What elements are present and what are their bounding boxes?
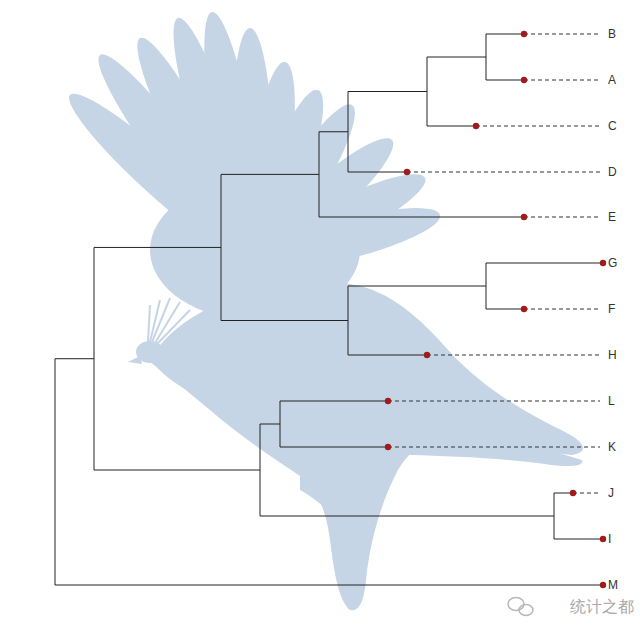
branch-line	[94, 247, 221, 248]
branch-line	[427, 57, 486, 58]
leaf-label: I	[608, 532, 611, 546]
branch-line	[55, 359, 56, 585]
leaf-label: E	[608, 210, 616, 224]
leaf-label: F	[608, 302, 615, 316]
leaf-dot	[473, 123, 479, 129]
leaf-extension	[388, 447, 600, 448]
leaf-label: K	[608, 440, 616, 454]
leaf-dot	[521, 77, 527, 83]
branch-line	[280, 447, 388, 448]
branch-line	[221, 320, 348, 321]
branch-line	[486, 80, 524, 81]
leaf-label: D	[608, 165, 617, 179]
branch-line	[348, 286, 486, 287]
branch-line	[486, 34, 524, 35]
branch-line	[280, 401, 388, 402]
leaf-dot	[385, 444, 391, 450]
leaf-extension	[524, 309, 600, 310]
branch-line	[486, 309, 524, 310]
leaf-label: H	[608, 348, 617, 362]
leaf-extension	[524, 217, 600, 218]
leaf-label: G	[608, 256, 617, 270]
branch-line	[427, 126, 476, 127]
leaf-dot	[600, 536, 606, 542]
peacock-body	[57, 9, 584, 611]
leaf-extension	[524, 80, 600, 81]
leaf-dot	[424, 352, 430, 358]
branch-line	[348, 172, 407, 173]
branch-line	[55, 358, 94, 359]
leaf-label: B	[608, 27, 616, 41]
branch-line	[348, 355, 427, 356]
leaf-dot	[521, 31, 527, 37]
branch-line	[260, 516, 554, 517]
branch-line	[94, 470, 260, 471]
leaf-label: L	[608, 394, 615, 408]
leaf-label: J	[608, 486, 614, 500]
branch-line	[221, 174, 319, 175]
peacock-crest	[148, 298, 190, 344]
branch-line	[348, 91, 427, 92]
leaf-extension	[573, 493, 600, 494]
leaf-dot	[570, 490, 576, 496]
watermark-text: 统计之都	[570, 597, 634, 617]
leaf-extension	[427, 355, 600, 356]
branch-line	[486, 263, 603, 264]
leaf-extension	[407, 172, 600, 173]
branch-line	[260, 424, 280, 425]
leaf-label: C	[608, 119, 617, 133]
leaf-label: M	[608, 578, 618, 592]
wechat-icon	[508, 598, 533, 616]
branch-line	[319, 217, 524, 218]
leaf-dot	[404, 169, 410, 175]
branch-line	[554, 539, 603, 540]
leaf-dot	[521, 306, 527, 312]
leaf-dot	[600, 582, 606, 588]
branch-line	[319, 131, 348, 132]
leaf-extension	[388, 401, 600, 402]
leaf-dot	[385, 398, 391, 404]
leaf-extension	[476, 126, 600, 127]
leaf-label: A	[608, 73, 616, 87]
leaf-dot	[521, 214, 527, 220]
branch-line	[55, 585, 603, 586]
wing-mass	[150, 180, 360, 320]
leaf-dot	[600, 260, 606, 266]
leaf-extension	[524, 34, 600, 35]
